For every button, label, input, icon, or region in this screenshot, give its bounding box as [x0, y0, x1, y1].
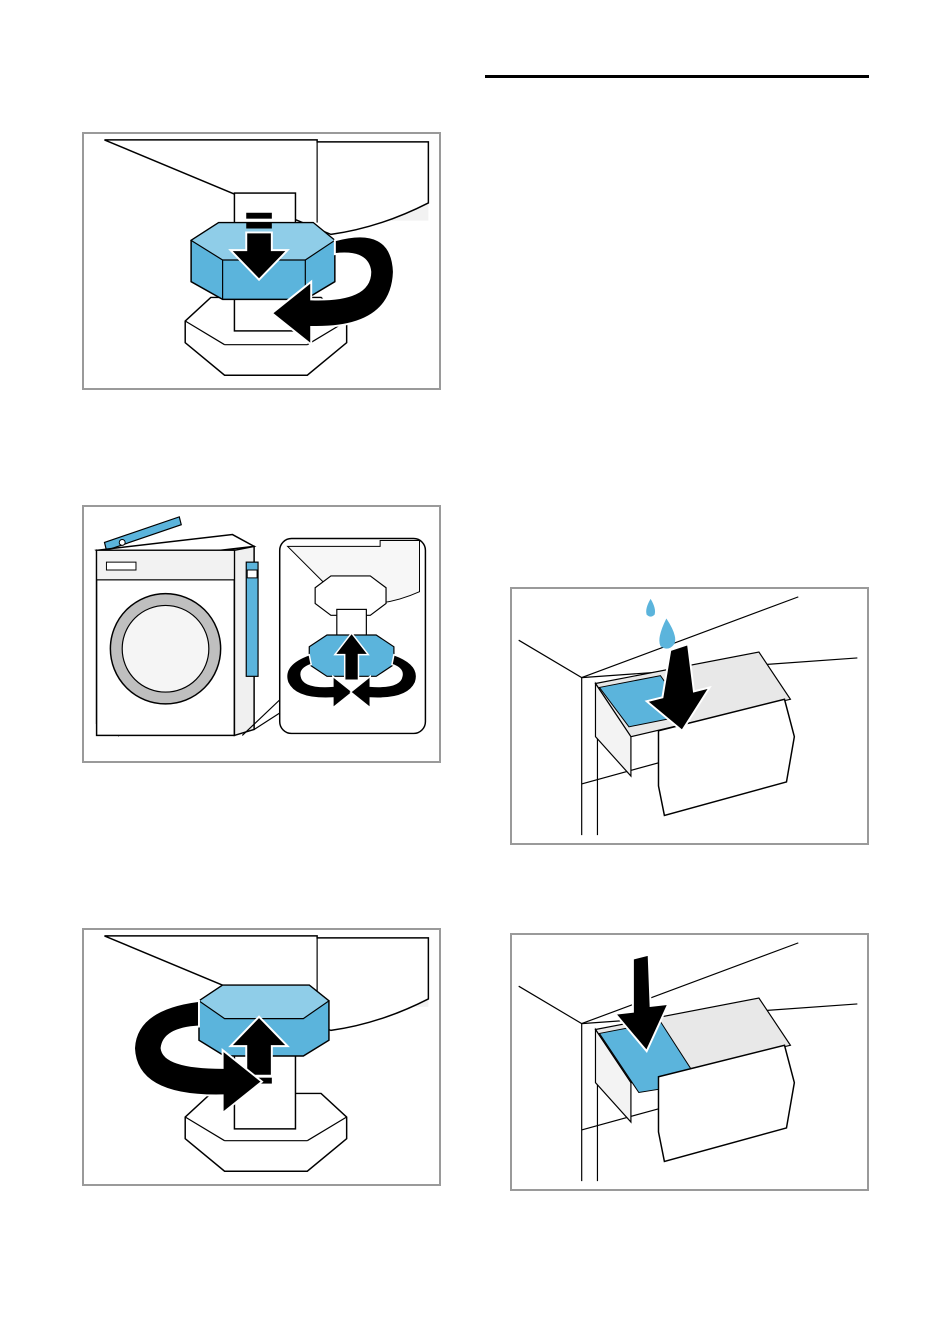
foot-loosen-illustration	[84, 930, 439, 1184]
foot-tighten-illustration	[84, 134, 439, 388]
figure-foot-loosen	[82, 928, 441, 1186]
section-top-rule	[485, 75, 869, 78]
water-drop-icon	[646, 599, 675, 649]
figure-levelling	[82, 505, 441, 763]
figure-foot-tighten	[82, 132, 441, 390]
drawer-water-illustration	[512, 589, 867, 843]
drawer-insert-illustration	[512, 935, 867, 1189]
figure-drawer-water	[510, 587, 869, 845]
washing-machine	[97, 535, 255, 736]
figure-drawer-insert	[510, 933, 869, 1191]
levelling-illustration	[84, 507, 439, 761]
